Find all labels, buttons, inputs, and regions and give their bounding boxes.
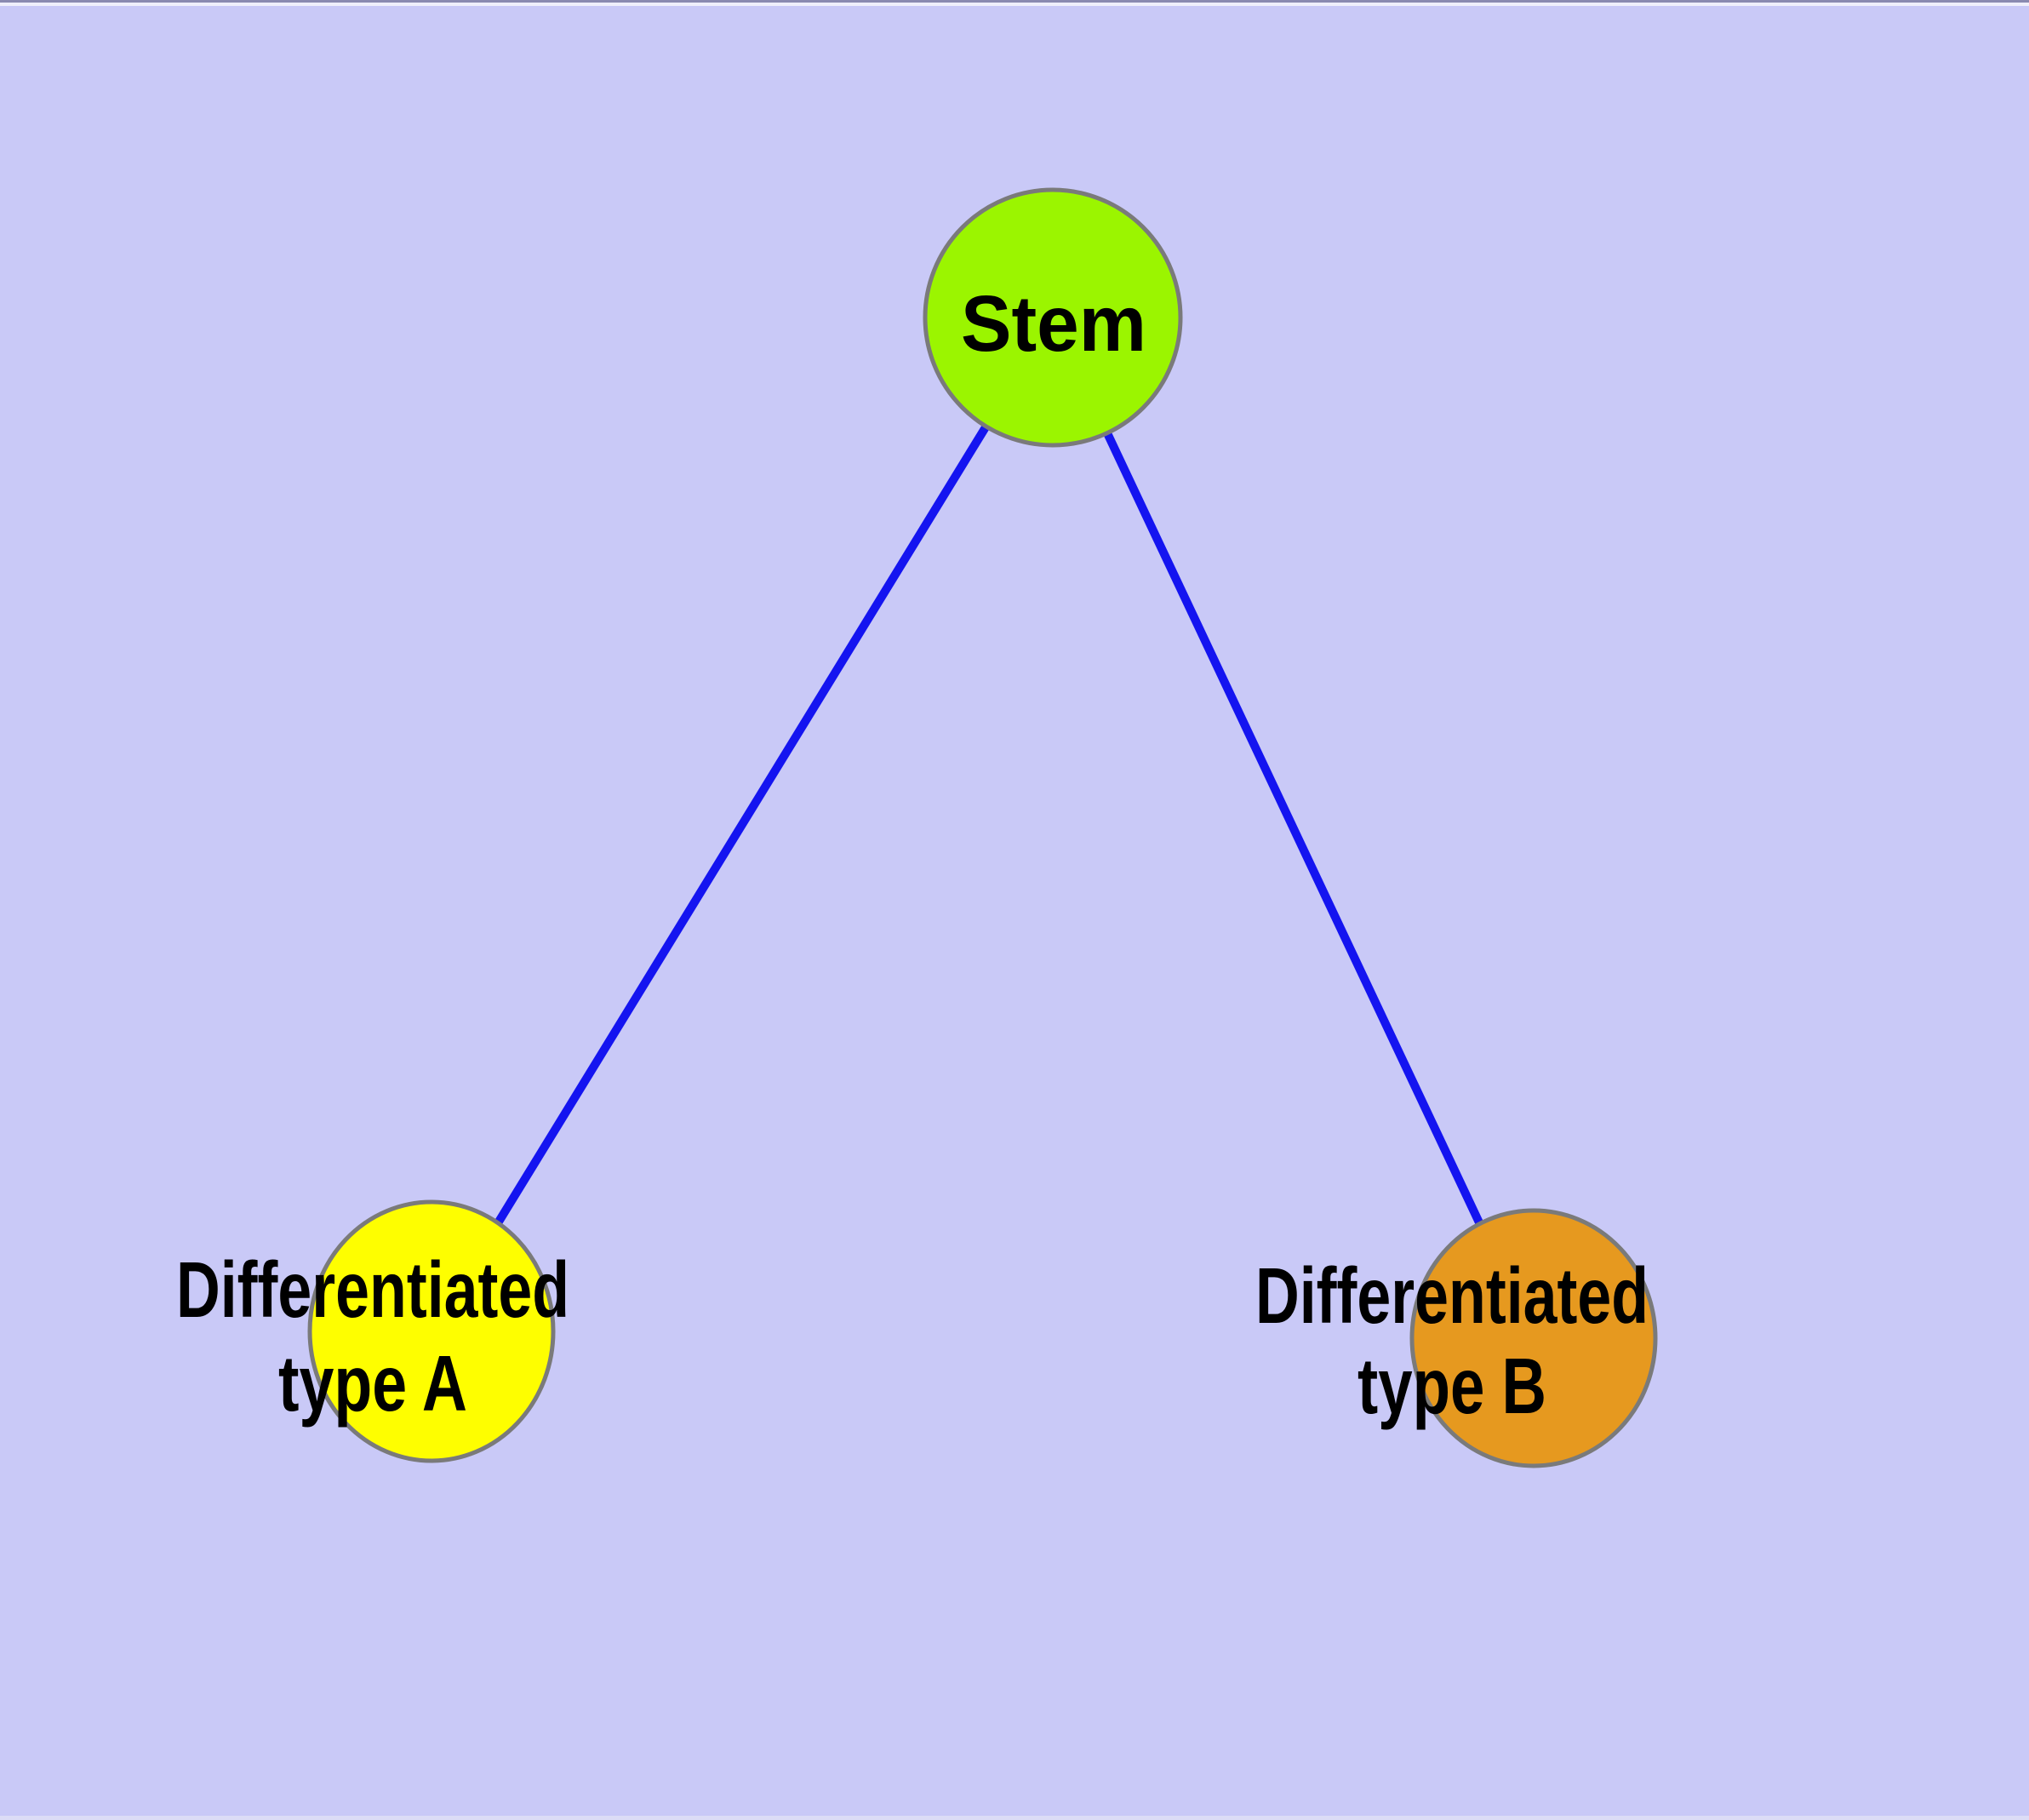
node-label-differentiated-type-b-line2: type B — [1357, 1342, 1546, 1430]
node-differentiated-type-a — [307, 1199, 556, 1463]
bottom-highlight-strip — [0, 1816, 2029, 1820]
node-label-differentiated-type-a-line2: type A — [278, 1339, 467, 1428]
edge-stem-to-differentiated-type-a — [427, 315, 1057, 1334]
edge-stem-to-differentiated-type-b — [1049, 315, 1538, 1341]
node-label-differentiated-type-b-line1: Differentiated — [1255, 1251, 1649, 1340]
top-highlight-strip — [0, 3, 2029, 6]
top-border-line — [0, 0, 2029, 3]
node-label-differentiated-type-a-line1: Differentiated — [176, 1245, 569, 1334]
node-differentiated-type-b — [1409, 1208, 1658, 1468]
node-label-stem: Stem — [961, 279, 1146, 368]
node-stem — [923, 187, 1183, 448]
